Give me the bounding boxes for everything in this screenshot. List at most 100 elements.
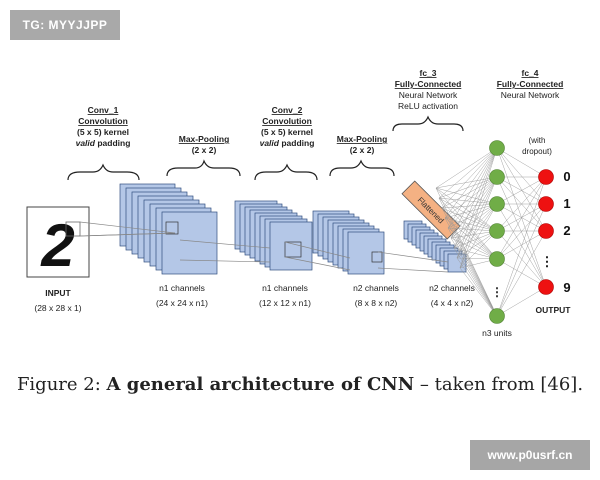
fc3-edge [459,147,498,269]
output-node [538,279,554,295]
stack-pool2-maps [403,220,467,273]
brace-conv1 [67,163,140,181]
input-image: 2 [26,206,90,279]
stack-conv1-maps [119,183,218,275]
pool1-size: (2 x 2) [192,145,217,155]
output-units [538,169,554,295]
input-dims: (28 x 28 x 1) [34,303,81,313]
fc4-edge [496,203,547,260]
fc3-edge [438,197,498,317]
output-label-2: 2 [563,223,570,238]
output-label-ellipsis: ⋮ [541,254,554,269]
fc4-edge [496,176,547,288]
hidden-units [489,140,505,324]
fc3-edge [441,147,498,209]
conv2-name: Conv_2 [272,105,303,115]
brace-pool1 [166,159,241,177]
output-label: OUTPUT [536,305,572,315]
output-node [538,169,554,185]
fc3-edge [450,176,498,239]
fc3-edge [438,197,498,260]
fc3-edge [435,176,498,189]
input-digit: 2 [40,212,74,279]
fc3-edge [456,176,498,259]
fc3-edge [456,147,498,259]
conv1-pool-window [165,221,179,235]
fc4-edge [496,176,547,232]
hidden-node [489,169,505,185]
output-label-0: 0 [563,169,570,184]
pool2-name: Max-Pooling [337,134,388,144]
dropout-line2: dropout) [522,147,552,156]
fc3-edge [453,176,498,249]
fc4-edge [496,203,547,288]
conv1-channels: n1 channels [159,283,205,293]
fc3-edge [447,147,498,229]
fc3-edge [438,147,498,199]
pool1-name: Max-Pooling [179,134,230,144]
fc3-type: Fully-Connected [395,79,462,89]
fc4-edge [496,286,547,317]
fc4-edge [496,230,547,288]
conv2-map [347,231,385,275]
fc3-edge [450,237,498,260]
fc4-edge [496,258,547,288]
fc4-edge [496,147,547,232]
fc3-edge [435,187,498,205]
fc3-edge [444,176,498,219]
pool2-size: (2 x 2) [350,145,375,155]
fc3-edge [438,197,498,205]
fc4-edge [496,230,547,317]
conv2-type: Convolution [262,116,312,126]
output-node [538,196,554,212]
figure-caption: Figure 2: A general architecture of CNN … [16,374,584,395]
conv1-kernel: (5 x 5) kernel [77,127,129,137]
conv2-dims: (8 x 8 x n2) [355,298,398,308]
fc4-sub1: Neural Network [501,90,560,100]
fc3-edge [438,197,498,232]
fc4-edge [496,147,547,205]
hidden-node [489,196,505,212]
pool2-channels: n2 channels [429,283,475,293]
pool1-channels: n1 channels [262,283,308,293]
conv1-type: Convolution [78,116,128,126]
pool2-dims: (4 x 4 x n2) [431,298,474,308]
fc4-edge [496,147,547,178]
hidden-node [489,251,505,267]
fc3-edge [441,207,498,232]
conv2-pool-window [371,251,383,263]
brace-conv2 [254,163,318,181]
watermark-top: TG: MYYJJPP [10,10,120,40]
conv1-dims: (24 x 24 x n1) [156,298,208,308]
fc3-edge [459,267,498,317]
fc4-name: fc_4 [521,68,538,78]
fc4-edge [496,176,547,205]
fc3-edge [453,203,498,249]
fc3-sub1: Neural Network [399,90,458,100]
fc3-sub2: ReLU activation [398,101,458,111]
fc3-name: fc_3 [419,68,436,78]
pool1-kernel-window [284,241,302,258]
dropout-line1: (with [529,136,546,145]
conv2-padding: valid padding [260,138,315,148]
fc4-edge [496,203,547,232]
output-label-1: 1 [563,196,570,211]
fc3-edge [444,217,498,260]
fc3-edge [435,147,498,189]
fc3-edge [459,176,498,269]
fc-connections [435,147,547,317]
stage-connectors [79,221,449,273]
conv2-channels: n2 channels [353,283,399,293]
stack-pool1-maps [234,200,313,271]
watermark-bottom: www.p0usrf.cn [470,440,590,470]
fc4-edge [496,230,547,260]
conv1-map [161,211,218,275]
fc3-edge [459,230,498,269]
fc3-edge [456,203,498,259]
braces [67,115,464,181]
fc3-edge [459,203,498,269]
fc3-edge [444,217,498,232]
fc3-edge [453,247,498,317]
fc3-edge [450,203,498,239]
output-label-9: 9 [563,280,570,295]
